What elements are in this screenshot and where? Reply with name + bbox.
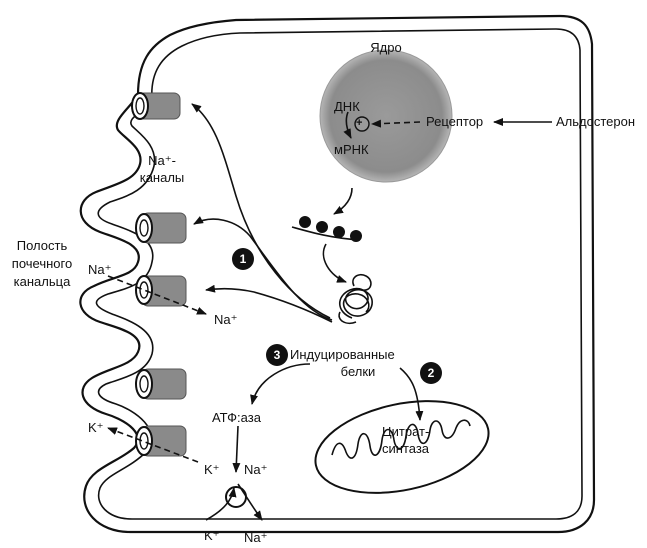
aldosterone-label: Альдостерон [556,114,636,129]
ribosomes-icon [291,216,362,242]
na-cell-label: Na⁺ [214,312,238,327]
na-channel-top [131,92,181,120]
na-channel-lower [135,275,187,307]
nucleus-label: Ядро [370,40,402,55]
receptor-label: Рецептор [426,114,484,129]
lumen-label-line3: канальца [13,274,71,289]
k-channel-upper [135,368,187,400]
arrow-atpase-to-pump [232,425,241,473]
dna-label: ДНК [334,99,360,114]
citrate-synthase-label-line1: Цитрат- [382,424,430,439]
na-pump-top-label: Na⁺ [244,462,268,477]
arrow-na-out-of-cell [237,483,263,521]
step-marker-2: 2 [420,362,442,384]
induced-proteins-label-line2: белки [340,364,376,379]
folded-protein-icon [338,273,373,325]
mrna-label: мРНК [334,142,369,157]
cell-membrane-inner [95,28,583,520]
arrow-proteins-to-citrate-synthase [399,367,424,421]
na-k-pump-icon [225,486,247,508]
flow-arrows [107,103,552,521]
arrow-proteins-to-atpase [250,363,311,405]
step-marker-3: 3 [266,344,288,366]
na-channel-middle [135,212,187,244]
na-pump-bottom-label: Na⁺ [244,530,268,545]
k-lumen-label: K⁺ [88,420,104,435]
arrow-ribosomes-to-protein [322,243,347,283]
citrate-synthase-label-line2: синтаза [382,441,430,456]
arrow-mrna-to-ribosomes [333,187,353,215]
receptor-complex-icon [354,116,370,132]
na-lumen-label: Na⁺ [88,262,112,277]
step-marker-1: 1 [232,248,254,270]
induced-proteins-label-line1: Индуцированные [290,347,395,362]
k-channel-lower [135,425,187,457]
na-channels-label-line2: каналы [139,170,185,185]
k-pump-bottom-label: K⁺ [204,528,220,543]
nucleus [319,49,453,183]
arrow-k-efflux [107,427,199,463]
arrow-k-into-cell [205,487,237,521]
na-channels-label-line1: Na⁺- [148,153,176,168]
lumen-label-line2: почечного [11,256,73,271]
k-pump-top-label: K⁺ [204,462,220,477]
arrow-receptor-to-dna [371,119,421,128]
arrow-protein-to-lower-channel [205,284,333,323]
arrow-na-influx [107,275,207,315]
lumen-label-line1: Полость [16,238,68,253]
atpase-label: АТФ:аза [212,410,261,425]
cell-membrane-outer [79,14,596,534]
mitochondrion [314,400,490,494]
arrow-protein-to-middle-channel [193,216,333,321]
plus-sign: + [356,117,363,129]
arrow-dna-to-mrna [343,111,352,139]
arrow-protein-to-top-channel [191,103,331,319]
